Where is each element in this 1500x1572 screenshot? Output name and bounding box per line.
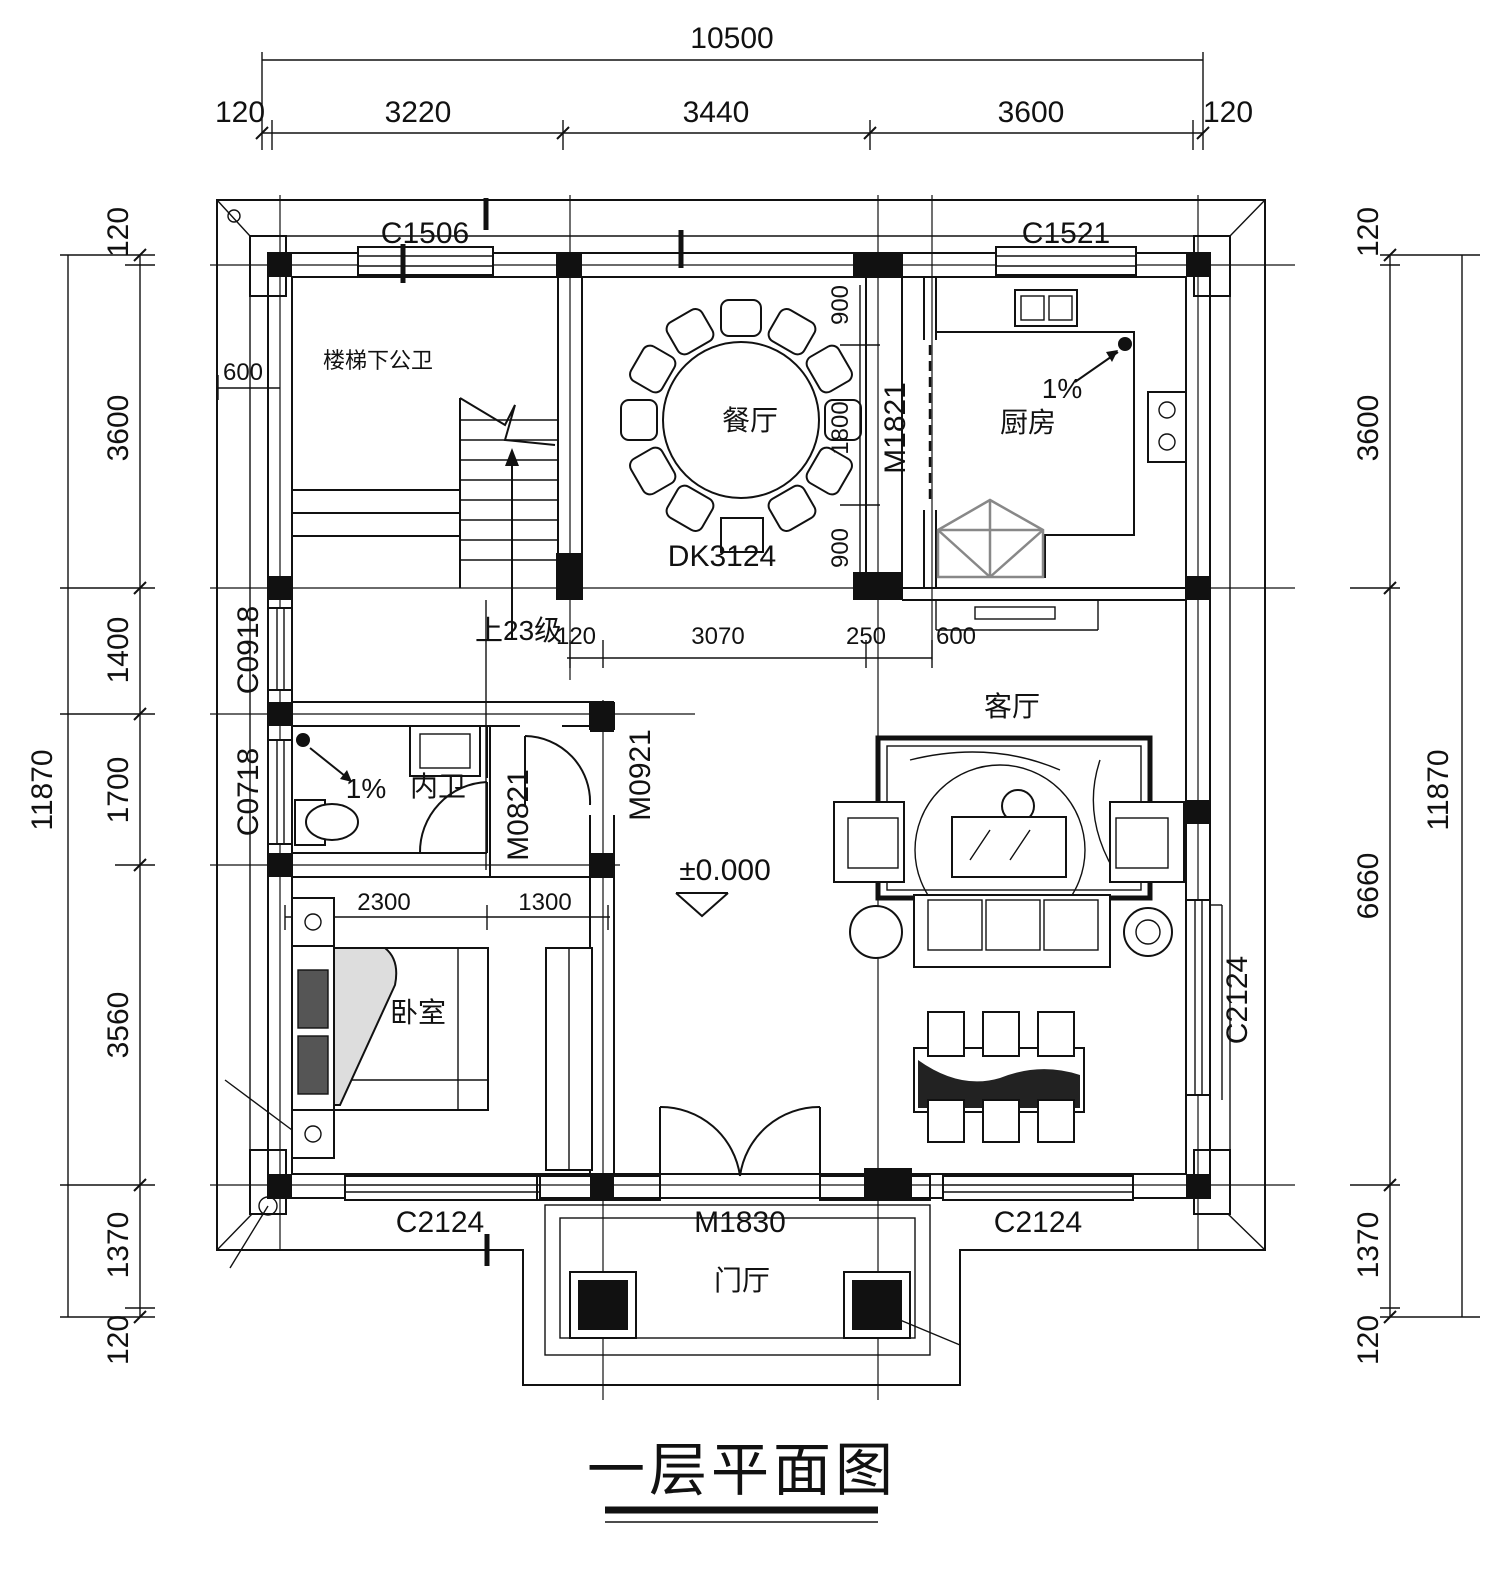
window-c1506 — [357, 198, 684, 283]
door-width-dimension: 1800 — [827, 401, 854, 454]
left-segment-dimension: 120 — [102, 207, 135, 257]
stair-offset-dimension: 600 — [217, 359, 280, 400]
dining-label: 餐厅 — [722, 405, 778, 436]
opening-code-c2124-right: C2124 — [1221, 956, 1254, 1044]
kitchen-label: 厨房 — [1000, 407, 1056, 438]
dining-chair — [767, 308, 817, 356]
top-segment-dimension: 3220 — [385, 96, 452, 129]
inner-dimension-row: 120 3070 250 600 — [556, 623, 976, 668]
right-segment-dimension: 120 — [1352, 207, 1385, 257]
dining-chair — [629, 344, 677, 394]
dining-chair — [824, 399, 862, 441]
bedroom-door: M0821 M0921 — [502, 729, 657, 861]
inner-dimension: 3070 — [691, 623, 744, 650]
top-segment-dimension: 3600 — [998, 96, 1065, 129]
dining-chair — [805, 344, 853, 394]
bedroom-dimension-row: 2300 1300 — [284, 889, 610, 930]
opening-code-c2124-bottom-left: C2124 — [396, 1206, 484, 1239]
right-segment-dimension: 6660 — [1352, 853, 1385, 920]
window-c2124-bottom-left — [344, 1175, 541, 1266]
living-label: 客厅 — [984, 691, 1040, 722]
bedroom-label: 卧室 — [390, 997, 446, 1028]
inner-wc-label: 内卫 — [410, 771, 466, 802]
bedroom-dimension: 2300 — [357, 889, 410, 916]
kitchen-fixtures: 厨房 1% — [935, 289, 1187, 631]
stair-note-label: 上23级 — [475, 615, 562, 646]
structural-columns — [268, 253, 1210, 1198]
left-segment-dimension: 1700 — [102, 757, 135, 824]
living-room-furniture — [833, 735, 1185, 1143]
inner-wc-slope-label: 1% — [346, 773, 386, 804]
opening-code-m0921: M0921 — [624, 729, 657, 821]
drawing-title: 一层平面图 — [587, 1438, 897, 1503]
left-segment-dimension: 3600 — [102, 395, 135, 462]
stair-offset-value: 600 — [223, 359, 263, 386]
opening-code-c0918: C0918 — [232, 606, 265, 694]
left-total-dimension: 11870 — [26, 749, 59, 830]
dining-chair — [620, 399, 658, 441]
dining-chair — [720, 299, 762, 337]
left-dimension-chain: 11870 120 3600 1400 1700 3560 1370 120 — [26, 207, 155, 1365]
dining-chair — [665, 308, 715, 356]
top-segment-dimension: 120 — [215, 96, 265, 129]
bedroom-furniture: 卧室 — [291, 897, 593, 1171]
bedroom-dimension: 1300 — [518, 889, 571, 916]
left-segment-dimension: 120 — [102, 1315, 135, 1365]
dining-table-set: 餐厅 — [620, 299, 862, 553]
window-c0918 — [267, 607, 293, 691]
roof-outline — [216, 199, 1266, 1386]
dining-chair — [665, 484, 715, 532]
window-c1521 — [995, 246, 1137, 276]
level-mark-value: ±0.000 — [679, 854, 771, 887]
inner-dimension: 120 — [556, 623, 596, 650]
dining-chair — [805, 446, 853, 496]
right-dimension-chain: 11870 120 3600 6660 1370 120 — [1350, 207, 1480, 1365]
window-c2124-right — [1185, 899, 1223, 1100]
top-dimension-chain: 10500 120 3220 3440 3600 120 — [215, 22, 1253, 150]
top-segment-dimension: 120 — [1203, 96, 1253, 129]
dining-chair — [629, 446, 677, 496]
window-c2124-bottom-right — [942, 1175, 1134, 1201]
kitchen-slope-label: 1% — [1042, 373, 1082, 404]
right-total-dimension: 11870 — [1422, 749, 1455, 830]
opening-code-m1830: M1830 — [694, 1206, 786, 1239]
stair-wc-label: 楼梯下公卫 — [323, 348, 433, 373]
opening-code-m1821: M1821 — [879, 382, 912, 474]
inner-dimension: 600 — [936, 623, 976, 650]
level-mark: ±0.000 — [675, 854, 771, 918]
dining-chair — [767, 484, 817, 532]
left-segment-dimension: 1370 — [102, 1212, 135, 1279]
opening-code-c1521: C1521 — [1022, 217, 1110, 250]
opening-code-dk3124: DK3124 — [668, 540, 776, 573]
inner-dimension: 250 — [846, 623, 886, 650]
left-segment-dimension: 1400 — [102, 617, 135, 684]
main-entrance-door: M1830 — [536, 1105, 931, 1239]
opening-code-c2124-bottom-right: C2124 — [994, 1206, 1082, 1239]
opening-code-c1506: C1506 — [381, 217, 469, 250]
door-gap-dimension: 900 — [827, 285, 854, 325]
top-total-dimension: 10500 — [690, 22, 773, 55]
window-c0718 — [267, 739, 293, 845]
drawing-title-block: 一层平面图 — [587, 1438, 897, 1523]
left-segment-dimension: 3560 — [102, 992, 135, 1059]
opening-code-c0718: C0718 — [232, 748, 265, 836]
door-gap-dimension: 900 — [827, 528, 854, 568]
right-segment-dimension: 1370 — [1352, 1212, 1385, 1279]
inner-wc-fixtures: 内卫 1% — [294, 725, 488, 854]
foyer-porch: 门厅 — [544, 1204, 961, 1356]
right-segment-dimension: 3600 — [1352, 395, 1385, 462]
downspout-markers — [224, 209, 293, 1269]
top-segment-dimension: 3440 — [683, 96, 750, 129]
dining-door-dimensions: 900 1800 900 M1821 — [827, 285, 932, 575]
staircase: 上23级 — [292, 397, 562, 870]
right-segment-dimension: 120 — [1352, 1315, 1385, 1365]
opening-code-m0821: M0821 — [502, 769, 535, 861]
foyer-label: 门厅 — [714, 1265, 770, 1296]
